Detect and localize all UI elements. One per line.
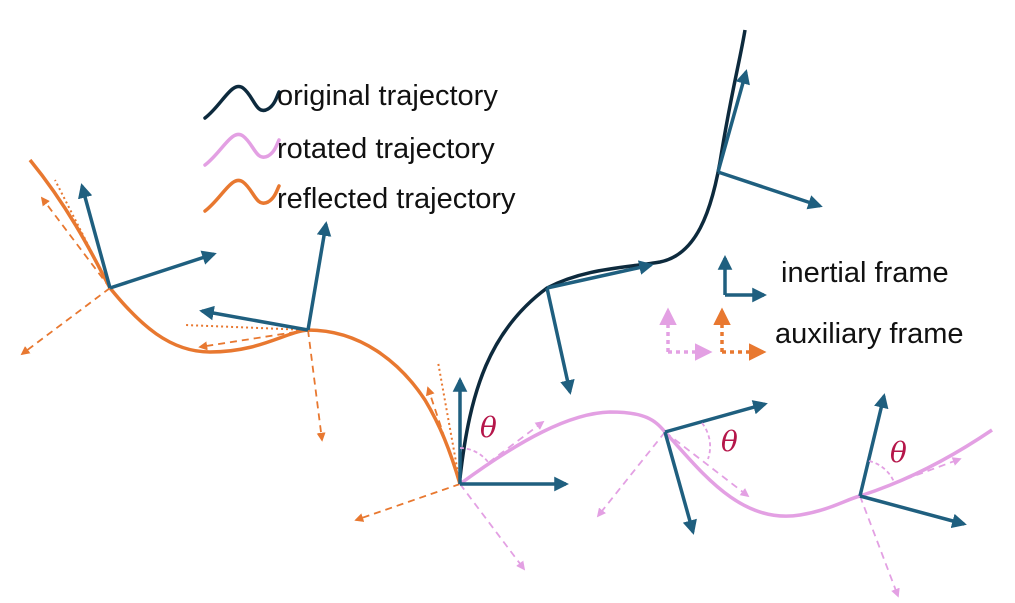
- rotated-trajectory: [458, 410, 993, 518]
- original-trajectory: [458, 29, 747, 479]
- legend-swatch-original: [203, 84, 281, 120]
- frame-rotated-2: θ: [858, 393, 967, 598]
- angle-arc-rotated-1: [701, 422, 711, 460]
- theta-label-rotated-2: θ: [890, 436, 907, 469]
- legend-swatch-rotated: [203, 132, 281, 167]
- angle-arc-rotated-2: [868, 460, 895, 483]
- legend-swatch-reflected: [203, 178, 281, 213]
- theta-label-rotated-1: θ: [721, 425, 738, 458]
- frame-origin: θ: [354, 361, 569, 571]
- legend-label-original: original trajectory: [277, 80, 498, 112]
- frames-legend: inertial frame auxiliary frame: [659, 255, 964, 361]
- frame-original-1: [545, 260, 654, 395]
- legend: original trajectory rotated trajectory r…: [203, 80, 516, 215]
- auxiliary-frame-icon-reflected: [713, 307, 767, 361]
- inertial-frame-icon: [717, 255, 767, 303]
- legend-label-rotated: rotated trajectory: [277, 133, 495, 165]
- frame-rotated-1: θ: [596, 400, 768, 535]
- inertial-frame-label: inertial frame: [781, 257, 949, 289]
- frame-original-2: [716, 69, 823, 210]
- legend-label-reflected: reflected trajectory: [277, 183, 516, 215]
- auxiliary-frame-icon-rotated: [659, 307, 713, 361]
- frame-reflected-2: [184, 221, 332, 442]
- theta-label-origin: θ: [480, 411, 497, 444]
- frame-reflected-1: [20, 179, 217, 356]
- auxiliary-frame-label: auxiliary frame: [775, 318, 964, 350]
- angle-arc-origin: [459, 447, 489, 463]
